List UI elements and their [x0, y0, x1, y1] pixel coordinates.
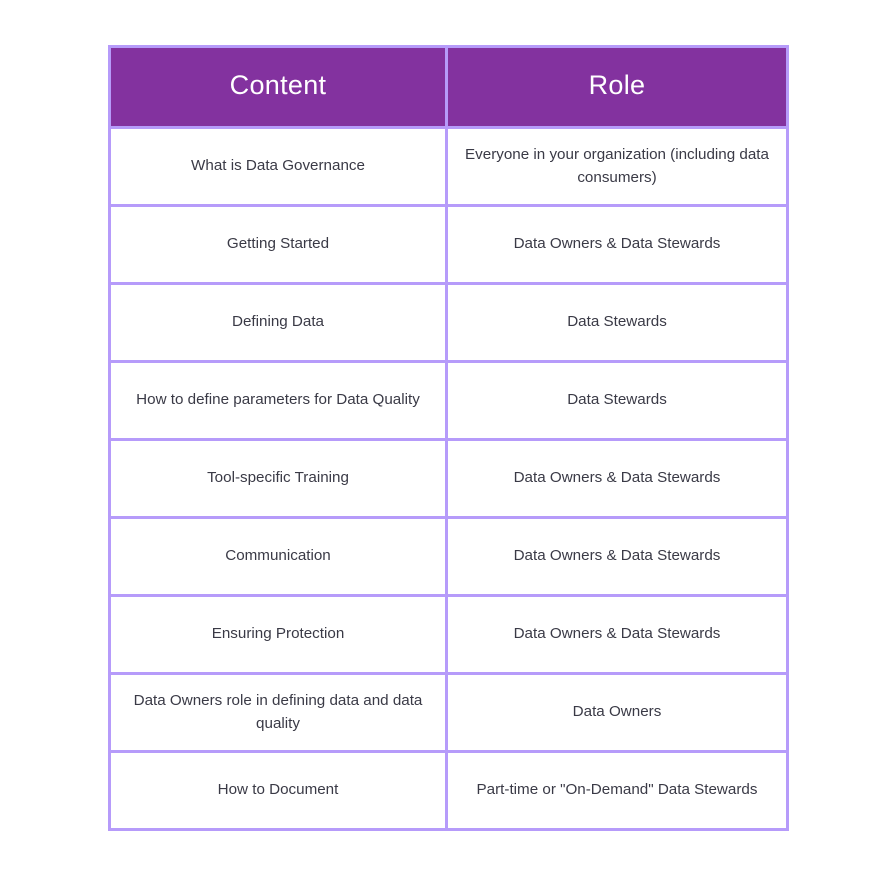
table-header: Content Role [108, 45, 789, 129]
table-row: Data Owners role in defining data and da… [108, 675, 789, 753]
cell-content: Defining Data [108, 285, 448, 363]
cell-role: Part-time or "On-Demand" Data Stewards [448, 753, 789, 831]
cell-content: How to define parameters for Data Qualit… [108, 363, 448, 441]
table-row: How to define parameters for Data Qualit… [108, 363, 789, 441]
cell-content: Getting Started [108, 207, 448, 285]
cell-role: Data Stewards [448, 285, 789, 363]
cell-content: What is Data Governance [108, 129, 448, 207]
column-header-content: Content [108, 45, 448, 129]
cell-role: Data Owners & Data Stewards [448, 597, 789, 675]
cell-content: Tool-specific Training [108, 441, 448, 519]
cell-role: Data Stewards [448, 363, 789, 441]
cell-role: Everyone in your organization (including… [448, 129, 789, 207]
cell-role: Data Owners & Data Stewards [448, 519, 789, 597]
cell-role: Data Owners [448, 675, 789, 753]
cell-content: How to Document [108, 753, 448, 831]
cell-content: Data Owners role in defining data and da… [108, 675, 448, 753]
column-header-role: Role [448, 45, 789, 129]
cell-content: Ensuring Protection [108, 597, 448, 675]
table-header-row: Content Role [108, 45, 789, 129]
cell-content: Communication [108, 519, 448, 597]
cell-role: Data Owners & Data Stewards [448, 441, 789, 519]
cell-role: Data Owners & Data Stewards [448, 207, 789, 285]
